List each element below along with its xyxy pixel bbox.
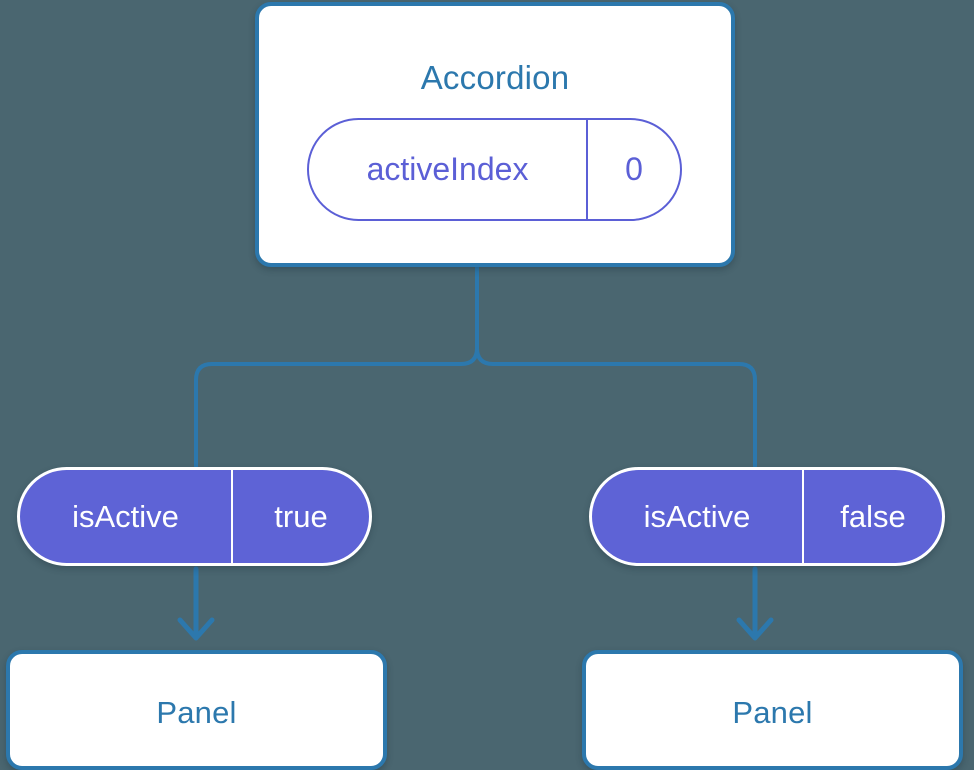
accordion-state-value: 0	[625, 151, 643, 187]
panel-component-box-left[interactable]: Panel	[6, 650, 387, 770]
panel-prop-value-left: true	[274, 498, 328, 534]
accordion-state-pill[interactable]: activeIndex 0	[307, 118, 682, 221]
accordion-state-key: activeIndex	[309, 120, 588, 219]
panel-prop-key-right: isActive	[592, 470, 804, 563]
panel-prop-pill-right[interactable]: isActive false	[589, 467, 945, 566]
panel-component-box-right[interactable]: Panel	[582, 650, 963, 770]
panel-title-right: Panel	[732, 695, 813, 730]
arrow-left-pill-to-panel	[177, 566, 215, 641]
branch-connector-left	[194, 265, 479, 468]
branch-connector-right	[475, 265, 757, 468]
arrow-right-pill-to-panel	[736, 566, 774, 641]
panel-title-left: Panel	[156, 695, 237, 730]
panel-prop-pill-left[interactable]: isActive true	[17, 467, 372, 566]
accordion-title: Accordion	[420, 59, 570, 96]
panel-prop-value-right: false	[840, 498, 906, 534]
panel-prop-key-left: isActive	[20, 470, 233, 563]
